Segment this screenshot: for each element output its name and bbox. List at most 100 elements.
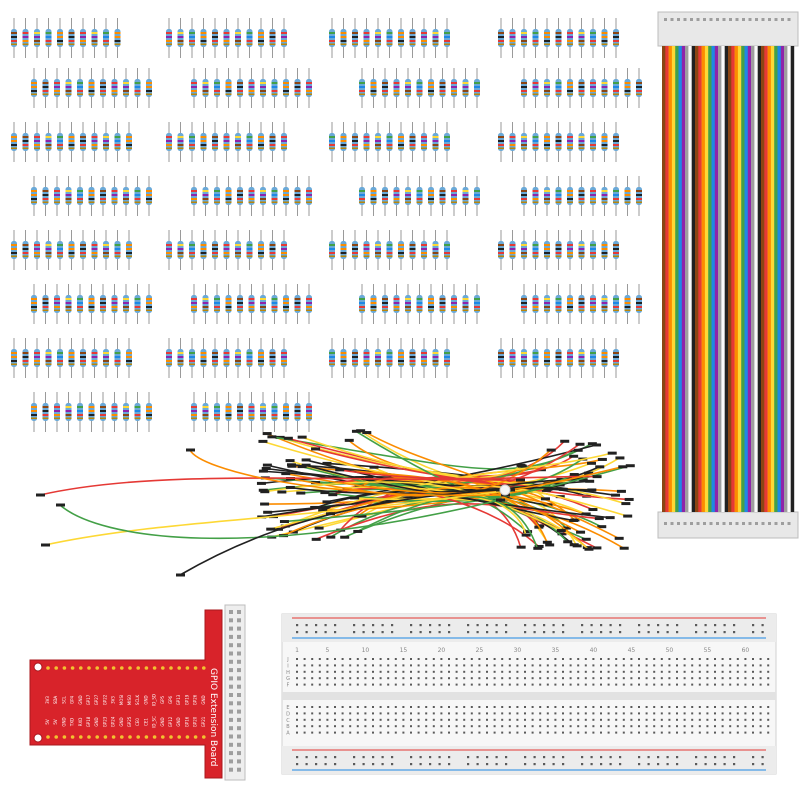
resistor (68, 230, 75, 270)
resistor (544, 338, 550, 378)
resistor (432, 230, 439, 270)
gpio-pin-label: MOSI (119, 695, 124, 705)
resistor (258, 230, 264, 270)
resistor (409, 18, 416, 58)
resistor (22, 338, 29, 378)
resistor (42, 68, 49, 108)
resistor (103, 18, 109, 58)
ribbon-strand (728, 46, 732, 512)
ribbon-strand (662, 46, 666, 512)
resistor (100, 284, 106, 324)
jumper-wire (189, 449, 506, 497)
resistor (57, 18, 63, 58)
resistor (578, 284, 585, 324)
resistor (613, 338, 619, 378)
resistor (359, 68, 365, 108)
mounting-hole (33, 733, 43, 743)
resistor (281, 338, 287, 378)
resistor (375, 338, 381, 378)
resistor (405, 176, 411, 216)
resistor (421, 230, 427, 270)
resistor (45, 18, 52, 58)
resistor (212, 338, 218, 378)
resistor (11, 122, 17, 162)
resistor (294, 392, 301, 432)
row-letter: H (286, 670, 290, 676)
resistor (544, 230, 550, 270)
resistor (624, 284, 631, 324)
resistor (306, 68, 312, 108)
resistor (103, 230, 109, 270)
resistor (432, 338, 439, 378)
resistor (146, 68, 152, 108)
resistor (416, 68, 423, 108)
resistor (624, 176, 631, 216)
resistor (103, 338, 109, 378)
ribbon-strand (761, 46, 765, 512)
resistor (432, 122, 439, 162)
resistor (421, 122, 427, 162)
resistor (340, 338, 347, 378)
resistor (613, 122, 619, 162)
row-letter: B (286, 724, 290, 730)
jumper-wire (354, 497, 589, 550)
jumper-wire-bundle (36, 429, 635, 577)
jumper-wire (285, 466, 623, 494)
resistor (509, 230, 516, 270)
resistor (65, 176, 72, 216)
ribbon-strand (790, 46, 795, 512)
jumper-wire (305, 464, 610, 519)
resistor (462, 68, 469, 108)
row-letter: A (286, 731, 290, 737)
resistor (271, 284, 278, 324)
resistor (409, 230, 416, 270)
resistor (45, 122, 52, 162)
resistor (202, 392, 209, 432)
resistor (578, 122, 585, 162)
ribbon-strand (770, 46, 775, 512)
column-number: 5 (325, 647, 329, 654)
jumper-wire (44, 489, 511, 546)
resistor (202, 68, 209, 108)
resistor (42, 176, 49, 216)
gpio-pin-label: 5V (53, 719, 58, 725)
resistor (329, 18, 335, 58)
resistor (223, 122, 230, 162)
resistor (146, 392, 152, 432)
resistor (281, 122, 287, 162)
resistor (329, 230, 335, 270)
resistor (294, 284, 301, 324)
resistor (166, 122, 172, 162)
resistor (31, 392, 37, 432)
resistor (200, 338, 207, 378)
ribbon-strand (685, 46, 689, 512)
resistor (134, 284, 141, 324)
gpio-pin-label: GND (176, 717, 181, 726)
resistor (544, 284, 550, 324)
resistor (248, 176, 255, 216)
resistor (77, 284, 83, 324)
ribbon-strand (784, 46, 788, 512)
resistor (329, 122, 335, 162)
jumper-wire (339, 469, 597, 480)
resistor (65, 392, 72, 432)
resistor (111, 284, 118, 324)
gpio-pin-label: RXD (78, 718, 83, 727)
resistor (428, 284, 434, 324)
gpio-pin-label: SDA (53, 696, 58, 705)
resistor (636, 284, 642, 324)
ribbon-strand (767, 46, 772, 512)
resistor (474, 284, 480, 324)
row-letter: F (287, 683, 290, 689)
resistor (42, 392, 49, 432)
resistor (246, 338, 253, 378)
ribbon-strand (711, 46, 715, 512)
resistor (189, 230, 195, 270)
resistor (393, 284, 400, 324)
column-number: 1 (295, 647, 299, 654)
column-number: 45 (628, 647, 636, 654)
resistor (398, 122, 404, 162)
resistor (405, 68, 411, 108)
resistor (269, 338, 276, 378)
